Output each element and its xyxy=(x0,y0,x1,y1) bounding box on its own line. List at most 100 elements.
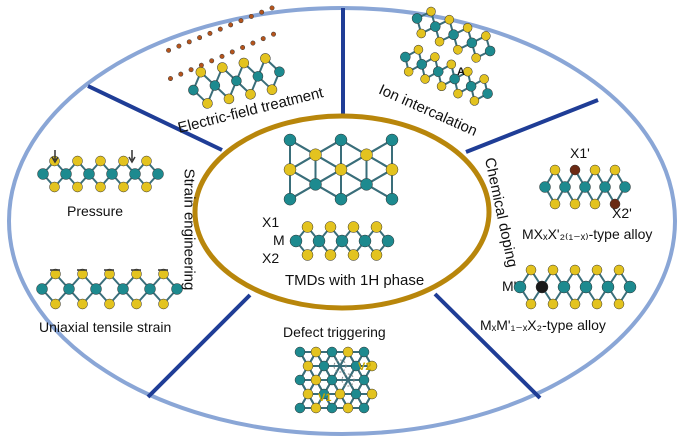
chalcogen-atom xyxy=(420,74,430,84)
metal-alloy-structure-icon xyxy=(513,264,637,310)
chalcogen-atom xyxy=(301,249,314,261)
metal-atom xyxy=(358,374,370,386)
chalcogen-atom xyxy=(141,181,152,193)
metal-atom xyxy=(599,181,611,193)
metal-atom xyxy=(430,21,441,32)
chalcogen-atom xyxy=(479,74,489,84)
metal-atom xyxy=(335,234,349,248)
metal-atom xyxy=(557,280,571,294)
center-title: TMDs with 1H phase xyxy=(285,272,425,289)
chalcogen-atom xyxy=(50,268,61,280)
label-x2: X2 xyxy=(262,250,280,266)
chalcogen-atom xyxy=(118,155,129,167)
dopant-metal-label: M' xyxy=(502,278,517,294)
uniaxial-strain-structure-icon xyxy=(36,268,183,310)
metal-atom xyxy=(326,346,338,358)
chalcogen-atom xyxy=(413,44,424,55)
metal-atom xyxy=(312,234,326,248)
metal-atom xyxy=(83,168,95,180)
metal-atom xyxy=(448,29,459,40)
chalcogen-atom xyxy=(569,264,581,276)
chalcogen-atom xyxy=(283,163,297,176)
chalcogen-atom xyxy=(266,84,278,95)
chalcogen-atom xyxy=(613,298,625,310)
doping-x2-label: X2' xyxy=(612,205,632,221)
chalcogen-atom xyxy=(118,181,129,193)
chalcogen-atom xyxy=(549,164,561,176)
chalcogen-atom xyxy=(334,163,348,176)
chalcogen-atom xyxy=(310,402,322,414)
chalcogen-atom xyxy=(324,221,337,233)
charge-dot xyxy=(209,58,215,64)
metal-atom xyxy=(294,346,306,358)
metal-atom xyxy=(188,84,199,96)
chalcogen-atom xyxy=(370,249,383,261)
divider-lower-left xyxy=(146,293,252,399)
defect-v2-label: V2 xyxy=(358,361,372,373)
chalcogen-atom xyxy=(426,6,436,17)
metal-atom xyxy=(144,283,156,295)
vacancy-v1 xyxy=(341,373,355,387)
defect-v1-label: V1 xyxy=(318,392,332,404)
metal-atom xyxy=(416,59,428,70)
charge-dot xyxy=(240,45,246,50)
charge-dot xyxy=(207,30,213,36)
metal-atom xyxy=(385,192,399,206)
chalcogen-atom xyxy=(302,360,314,372)
metal-atom xyxy=(358,402,370,414)
metal-atom xyxy=(129,168,141,180)
metal-atom xyxy=(90,283,102,295)
chalcogen-atom xyxy=(403,66,414,77)
metal-atom xyxy=(334,192,348,206)
chalcogen-atom xyxy=(569,164,581,176)
chalcogen-atom xyxy=(347,249,360,261)
label-x1: X1 xyxy=(262,214,280,230)
inner-ellipse xyxy=(192,113,492,311)
chalcogen-atom xyxy=(95,181,106,193)
chalcogen-atom xyxy=(416,28,427,39)
chalcogen-atom xyxy=(569,298,581,310)
chalcogen-atom xyxy=(434,36,445,47)
chalcogen-atom xyxy=(309,148,322,162)
metal-atom xyxy=(449,73,460,85)
chalcogen-atom xyxy=(49,181,60,193)
chalcogen-atom xyxy=(430,52,440,62)
chalcogen-alloy-structure-icon xyxy=(539,164,631,210)
chalcogen-atom xyxy=(591,264,603,276)
metal-atom xyxy=(350,360,362,372)
metal-atom xyxy=(60,168,72,180)
metal-atom xyxy=(400,51,411,63)
charge-dot xyxy=(228,22,234,28)
charge-dot xyxy=(166,47,172,53)
metal-atom xyxy=(484,45,496,57)
metal-atom xyxy=(623,280,637,294)
metal-atom xyxy=(252,71,264,82)
ion-marker-a: A xyxy=(457,66,465,78)
chalcogen-atom xyxy=(202,98,213,109)
chalcogen-atom xyxy=(609,198,621,210)
metal-atom xyxy=(579,280,593,294)
charge-dot xyxy=(178,71,184,77)
segment-dividers xyxy=(87,8,599,400)
alloy1-label: MXₓX'₂₍₁₋ₓ₎-type alloy xyxy=(522,226,653,242)
charge-dot xyxy=(176,43,182,49)
chalcogen-atom xyxy=(324,249,337,261)
metal-atom xyxy=(106,168,118,180)
lower-layer xyxy=(400,44,493,106)
honeycomb-lattice-icon xyxy=(283,133,399,206)
chalcogen-atom xyxy=(342,346,354,358)
metal-atom xyxy=(274,66,285,78)
chalcogen-atom xyxy=(217,62,228,73)
metal-atom xyxy=(231,75,242,87)
charge-dot xyxy=(198,62,204,68)
metal-atom xyxy=(63,283,75,295)
metal-atom xyxy=(411,13,423,24)
segment-label-defect-triggering: Defect triggering xyxy=(283,324,386,340)
charge-dot xyxy=(197,35,203,41)
chalcogen-atom xyxy=(525,264,537,276)
chalcogen-atom xyxy=(463,66,473,77)
metal-atom xyxy=(289,234,303,248)
chalcogen-atom xyxy=(525,298,537,310)
metal-atom xyxy=(358,234,372,248)
